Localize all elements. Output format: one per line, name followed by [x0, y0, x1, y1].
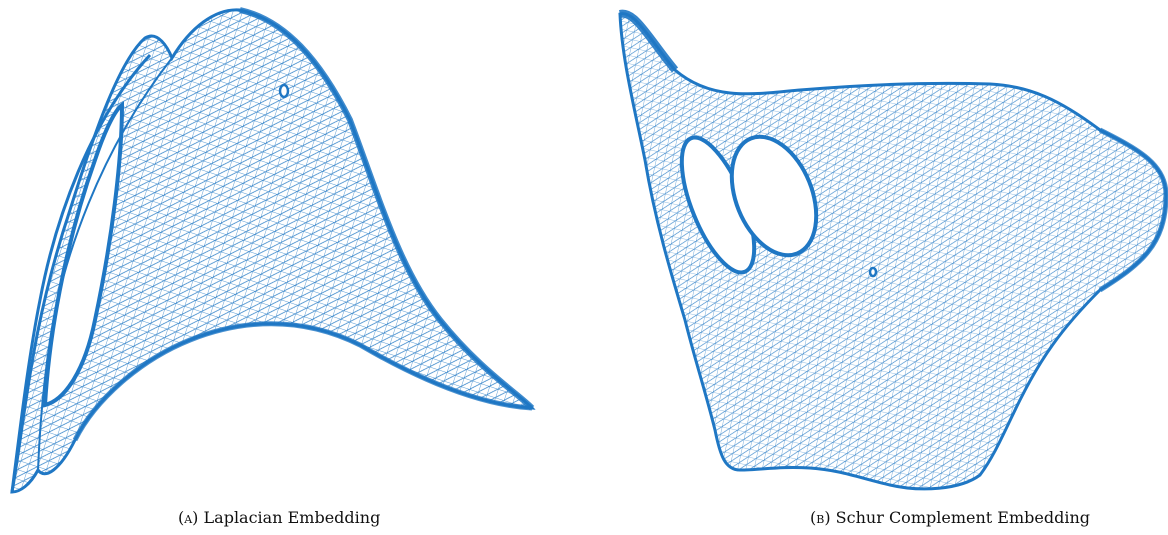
- laplacian-dense-boundary: [239, 7, 535, 411]
- panel-schur-complement-embedding: (b) Schur Complement Embedding: [600, 0, 1168, 535]
- laplacian-large-hole: [42, 101, 125, 408]
- caption-text-a: Laplacian Embedding: [203, 508, 381, 527]
- schur-mesh-figure: [618, 9, 1168, 491]
- panel-laplacian-embedding: (a) Laplacian Embedding: [0, 0, 560, 535]
- laplacian-small-hole: [278, 83, 290, 99]
- schur-dense-right-edge: [1098, 127, 1168, 293]
- laplacian-lower-boundary: [72, 321, 533, 442]
- schur-right-hole: [729, 134, 819, 258]
- schur-small-hole: [868, 266, 878, 278]
- laplacian-ribbon-strand: [10, 53, 152, 493]
- caption-laplacian: (a) Laplacian Embedding: [178, 508, 380, 527]
- caption-label-a: (a): [178, 508, 199, 527]
- laplacian-ribbon-strand-2: [37, 57, 173, 471]
- schur-mesh-surface: [618, 12, 1168, 491]
- caption-schur: (b) Schur Complement Embedding: [810, 508, 1090, 527]
- schur-dense-corner: [618, 9, 679, 73]
- caption-text-b: Schur Complement Embedding: [835, 508, 1090, 527]
- caption-label-b: (b): [810, 508, 831, 527]
- laplacian-mesh-figure: [10, 7, 536, 494]
